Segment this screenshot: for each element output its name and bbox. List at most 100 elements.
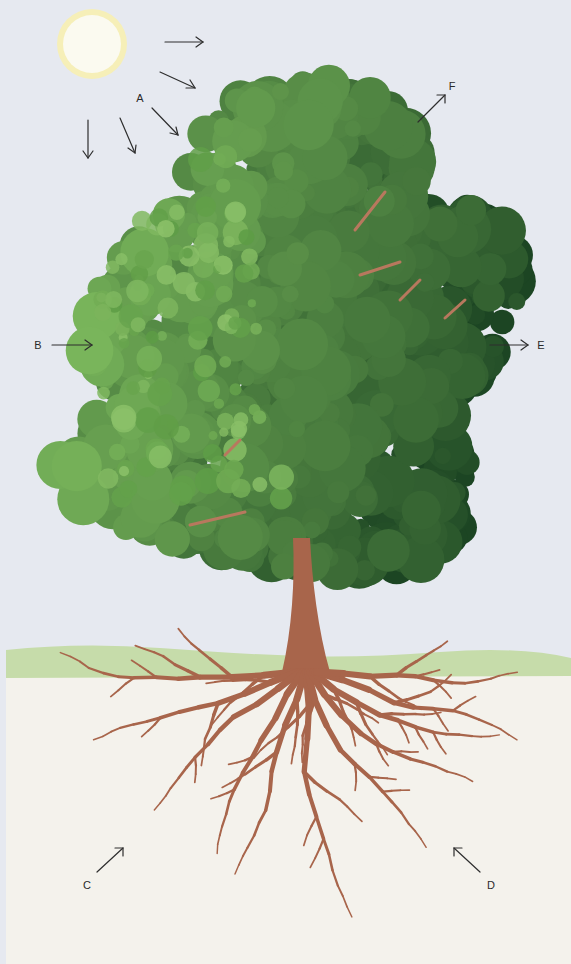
leaf-highlight [228,316,241,329]
root [341,715,360,733]
root [154,652,163,656]
root [452,681,465,684]
leaf-highlight [119,338,130,349]
root [269,737,278,743]
leaf-cluster [344,297,390,343]
root [354,814,362,821]
leaf-highlight [214,398,224,408]
root [315,672,342,680]
root [224,679,233,682]
leaf-cluster [276,318,328,370]
canopy [36,65,535,590]
root [416,713,424,716]
leaf-highlight [252,477,267,492]
root [293,746,295,755]
root [392,802,401,812]
leaf-highlight [111,405,136,430]
leaf-cluster [267,187,288,208]
root [431,687,438,692]
root [317,672,344,674]
sun-arrow [120,118,136,153]
leaf-cluster [209,179,261,231]
root [156,677,178,678]
root [404,713,416,716]
sun-arrow [152,108,178,135]
branch [355,192,385,230]
root [199,703,218,707]
leaf-cluster [367,529,410,572]
root [453,711,466,715]
root [329,854,333,870]
leaf-highlight [224,460,244,480]
root [154,803,160,810]
root [397,675,416,676]
root [60,653,70,657]
leaf-highlight [135,250,154,269]
root [465,777,473,782]
root [277,727,288,737]
root [208,730,220,744]
root [277,725,286,752]
root [479,720,492,725]
leaf-cluster [402,491,441,530]
root [383,759,388,766]
b-arrow [52,340,92,350]
leaf-cluster [434,448,451,465]
callout-letter: B [34,340,41,351]
root [70,657,80,662]
root [266,791,270,810]
leaf-highlight [223,236,235,248]
root [393,752,410,759]
root [409,824,416,831]
root [211,796,219,798]
root [380,715,398,720]
leaf-highlight [225,201,246,222]
leaf-highlight [214,256,233,275]
leaf-highlight [209,431,218,440]
root [235,865,239,874]
root [210,715,213,727]
root [135,646,144,649]
leaf-cluster [272,83,289,100]
root [270,771,272,791]
callout-letter: F [449,81,456,92]
root [441,747,446,754]
roots [60,538,517,917]
root [229,763,237,765]
soil [6,676,571,964]
root [492,725,501,729]
root [327,791,340,799]
root [222,814,226,826]
root [437,740,441,747]
root [379,752,383,759]
root [307,712,311,724]
root [340,750,354,764]
root [166,788,171,796]
leaf-highlight [157,265,177,285]
leaf-highlight [223,438,246,461]
root [89,668,104,673]
root [175,665,188,671]
root [233,678,246,681]
leaf-highlight [188,316,213,341]
leaf-cluster [271,553,297,579]
root [194,774,197,782]
root [302,736,304,745]
root [272,752,277,771]
root [491,676,500,679]
root [304,772,309,795]
leaf-highlight [250,323,262,335]
callout-letter: C [83,880,91,891]
root [406,735,409,743]
root [111,690,119,696]
root [142,731,149,737]
root [179,707,198,712]
root [178,677,200,679]
root [315,849,319,859]
root [147,718,160,722]
root [415,727,433,732]
leaf-highlight [94,304,111,321]
root [352,729,354,737]
root [383,792,392,802]
root [291,755,292,764]
